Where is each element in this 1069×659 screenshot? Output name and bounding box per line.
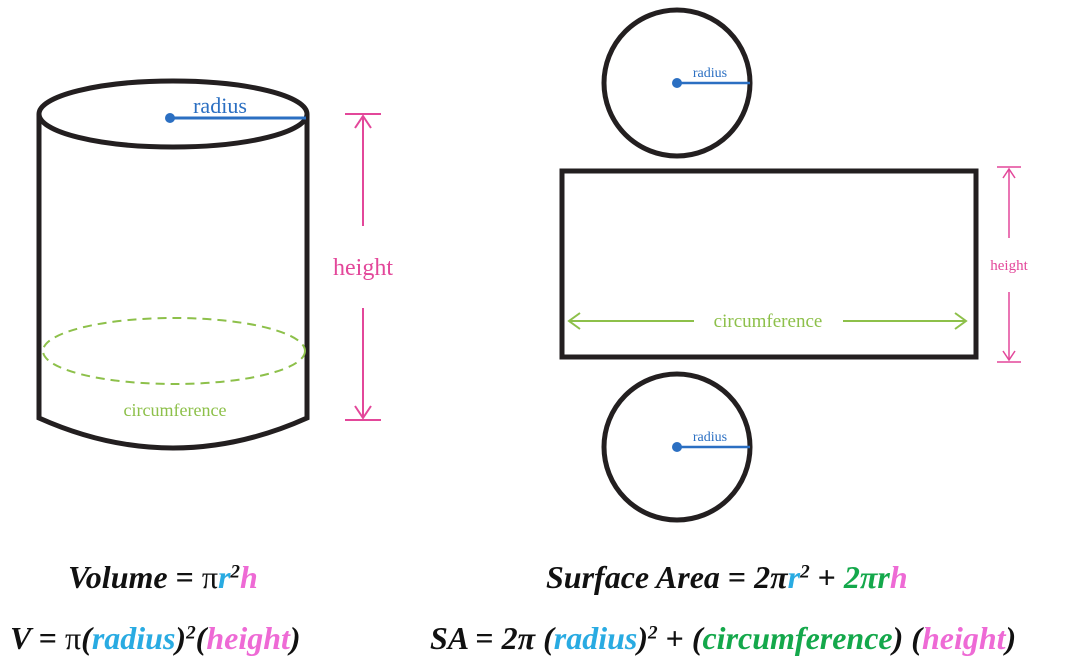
cylinder-body	[36, 114, 310, 451]
sa-expanded-plus: +	[665, 620, 684, 656]
sa-word: Surface Area	[546, 559, 720, 595]
sa-expanded-two-pi: 2π	[501, 620, 536, 656]
volume-radius-word: radius	[91, 620, 176, 656]
net-bottom-radius-label: radius	[693, 430, 727, 445]
sa-plus: +	[817, 559, 836, 595]
volume-close-paren-2: )	[289, 620, 301, 656]
volume-expanded-pi: π	[65, 620, 82, 656]
volume-open-paren: (	[81, 620, 92, 656]
net-height-label: height	[990, 258, 1028, 274]
sa-close-paren-2: )	[892, 620, 904, 656]
cylinder: radius circumference height	[36, 78, 393, 451]
sa-equals: =	[727, 559, 747, 595]
volume-equals: =	[175, 559, 194, 595]
volume-r: r	[217, 559, 231, 595]
sa-two-pi: 2π	[754, 559, 788, 595]
cylinder-radius-center-dot	[165, 113, 175, 123]
volume-height-word: height	[206, 620, 290, 656]
net-bottom-center-dot	[672, 442, 682, 452]
net-top-center-dot	[672, 78, 682, 88]
sa-abbrev: SA	[430, 620, 468, 656]
volume-h: h	[240, 559, 258, 595]
surface-area-formula: Surface Area = 2πr2 + 2πrh	[546, 559, 908, 596]
volume-formula: Volume = πr2h	[68, 559, 258, 596]
sa-h: h	[889, 559, 908, 595]
sa-expanded-equals: =	[475, 620, 494, 656]
net-rectangle	[559, 168, 979, 360]
volume-exponent: 2	[230, 561, 241, 583]
net-top-radius-label: radius	[693, 66, 727, 81]
sa-expanded-exponent: 2	[647, 622, 658, 644]
volume-close-paren: )	[175, 620, 187, 656]
volume-expanded-equals: =	[38, 620, 57, 656]
sa-r: r	[787, 559, 801, 595]
sa-radius-word: radius	[553, 620, 638, 656]
volume-open-paren-2: (	[195, 620, 207, 656]
volume-v: V	[10, 620, 31, 656]
cylinder-base-dashed-ellipse	[42, 317, 306, 385]
surface-area-expanded-formula: SA = 2π (radius)2 + (circumference) (hei…	[430, 620, 1016, 657]
volume-word: Volume	[68, 559, 168, 595]
volume-expanded-formula: V = π(radius)2(height)	[10, 620, 301, 657]
sa-open-paren-2: (	[691, 620, 703, 656]
sa-height-word: height	[921, 620, 1006, 656]
volume-pi: π	[201, 559, 218, 595]
sa-open-paren-3: (	[911, 620, 922, 656]
cylinder-height-dimension	[345, 113, 381, 421]
cylinder-circumference-label: circumference	[124, 400, 227, 420]
sa-close-paren: )	[637, 620, 648, 656]
cylinder-net: radius circumference height radius	[559, 7, 1029, 523]
sa-two-pi-r: 2πr	[843, 559, 890, 595]
volume-expanded-exponent: 2	[186, 622, 196, 644]
sa-open-paren: (	[543, 620, 554, 656]
cylinder-radius-label: radius	[193, 93, 247, 118]
sa-circumference-word: circumference	[702, 620, 893, 656]
net-circumference-arrow	[567, 312, 968, 330]
net-height-dimension	[997, 166, 1021, 363]
net-circumference-label: circumference	[714, 311, 823, 332]
cylinder-height-label: height	[333, 255, 393, 281]
sa-exponent: 2	[800, 561, 810, 583]
sa-close-paren-3: )	[1005, 620, 1017, 656]
